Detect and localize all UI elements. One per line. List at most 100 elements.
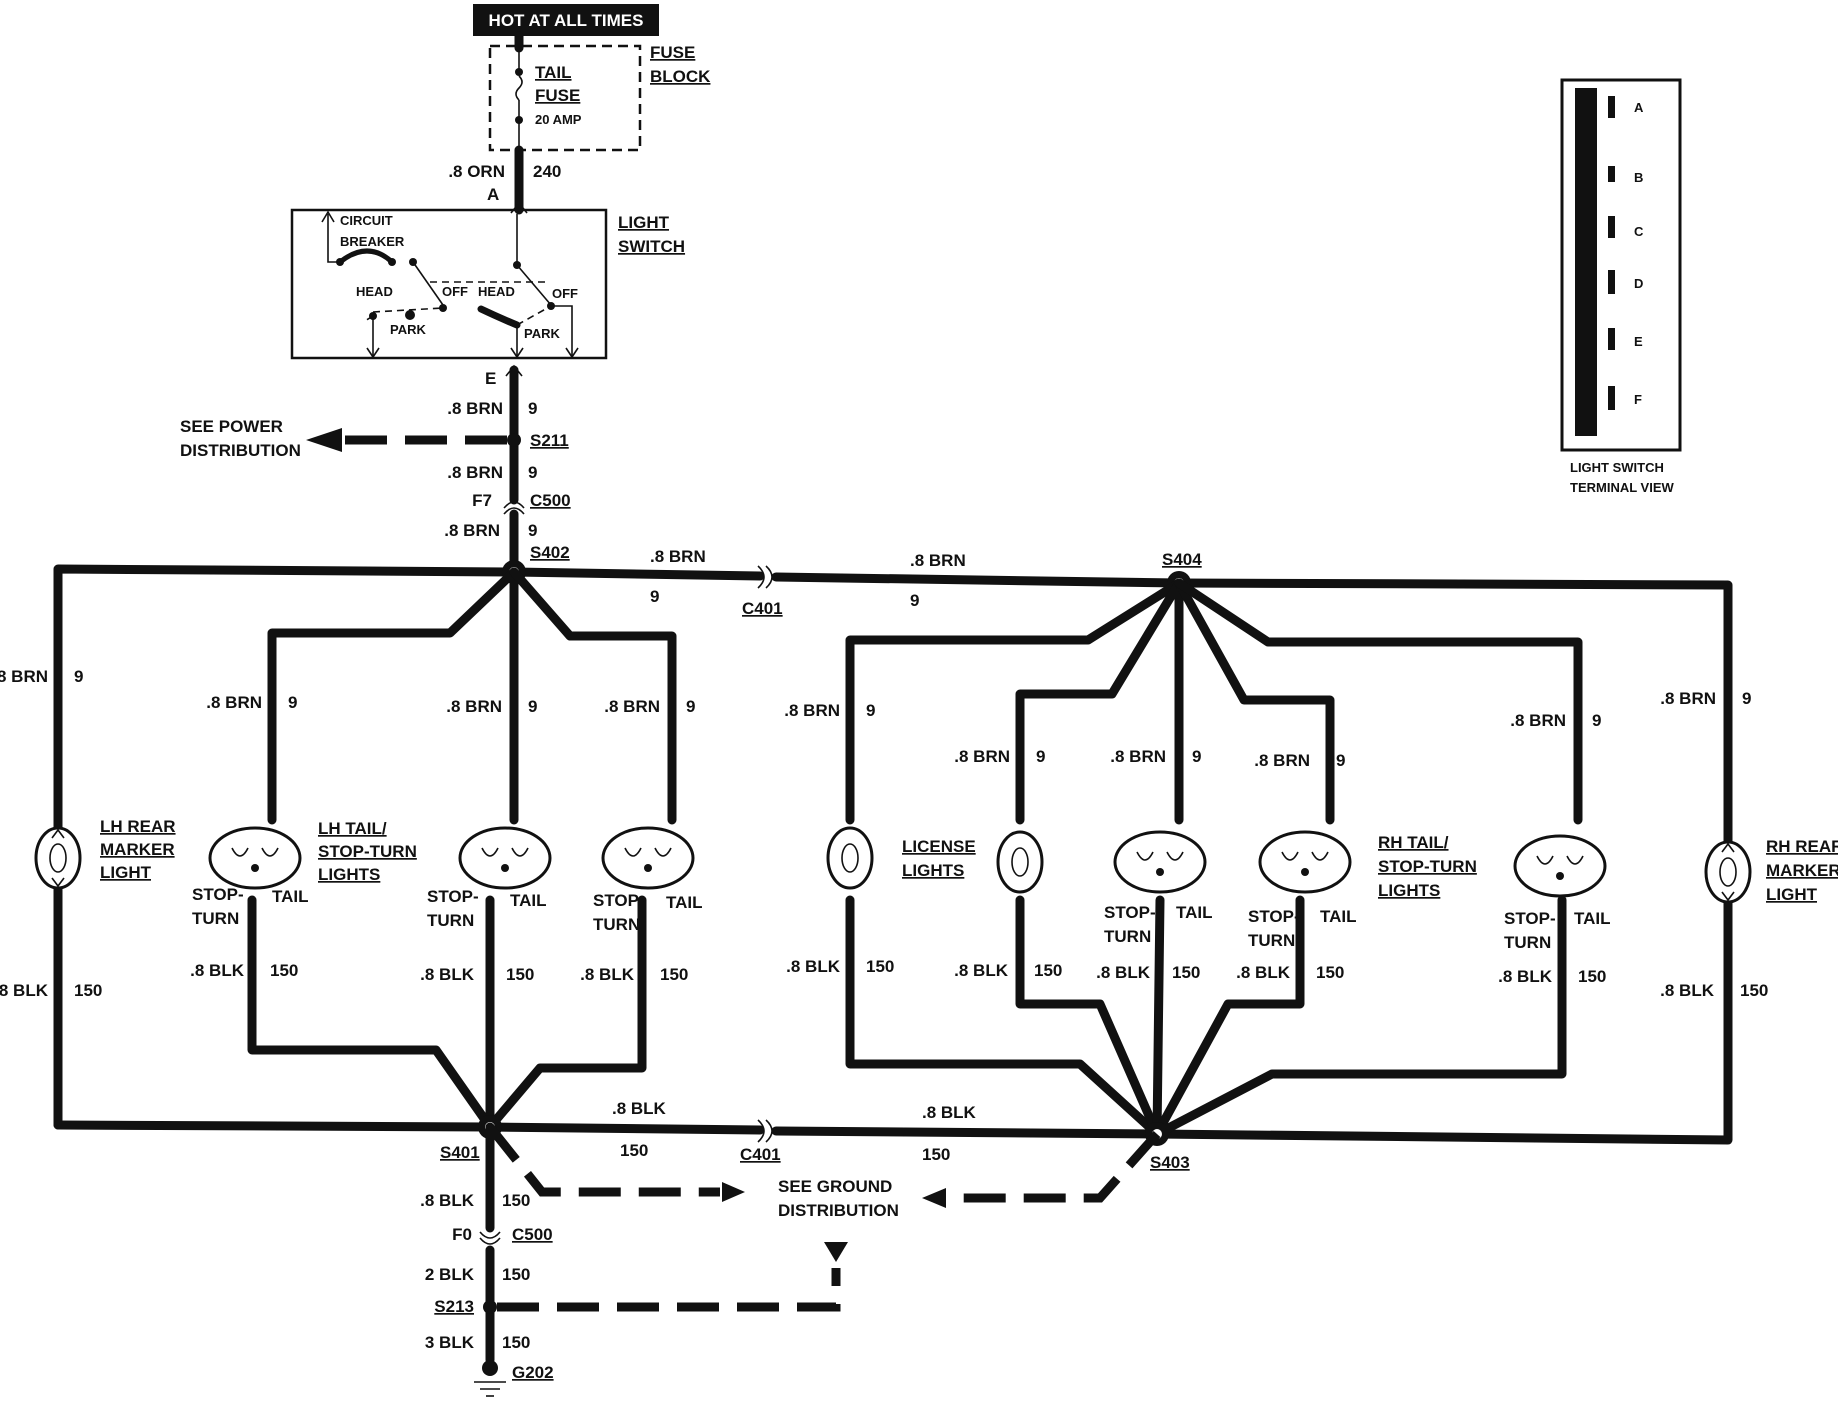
breaker-label-1: CIRCUIT	[340, 213, 393, 228]
lh-outer-stop-2: TURN	[192, 909, 239, 928]
brn-rh-marker-c: 9	[1742, 689, 1751, 708]
lamp-license-right	[996, 830, 1044, 894]
switch-off-right: OFF	[552, 286, 578, 301]
ground-branch-1: SEE GROUND	[778, 1177, 892, 1196]
s404-label: S404	[1162, 550, 1202, 569]
brn-lh-marker-c: 9	[74, 667, 83, 686]
lh-center-stop-1: STOP-	[427, 887, 479, 906]
bus-brn-circuit-1: 9	[650, 587, 659, 606]
breaker-label-2: BREAKER	[340, 234, 405, 249]
license-label-1: LICENSE	[902, 837, 976, 856]
blk-lh-outer: .8 BLK	[190, 961, 245, 980]
power-branch-2: DISTRIBUTION	[180, 441, 301, 460]
brn-lh-center: .8 BRN	[446, 697, 502, 716]
blk-lh-inner: .8 BLK	[580, 965, 635, 984]
blk-rh-inner: .8 BLK	[1096, 963, 1151, 982]
lh-outer-stop-1: STOP-	[192, 885, 244, 904]
blk-lh-marker-c: 150	[74, 981, 102, 1000]
c500-bottom-label: C500	[512, 1225, 553, 1244]
switch-head-right: HEAD	[478, 284, 515, 299]
lh-inner-stop-2: TURN	[593, 915, 640, 934]
brn-circuit-2: 9	[528, 463, 537, 482]
bus-blk-gauge-1: .8 BLK	[612, 1099, 667, 1118]
lamp-rh-tail-center	[1258, 830, 1352, 894]
switch-park-left: PARK	[390, 322, 426, 337]
feed-terminal: A	[487, 185, 499, 204]
rh-marker-label-1: RH REAR	[1766, 837, 1838, 856]
rh-marker-label-2: MARKER	[1766, 861, 1838, 880]
license-label-2: LIGHTS	[902, 861, 964, 880]
brn-rh-center: .8 BRN	[1254, 751, 1310, 770]
brn-lh-outer-c: 9	[288, 693, 297, 712]
fuse-block: TAIL FUSE 20 AMP FUSE BLOCK	[488, 43, 711, 152]
blk-ground-1-c: 150	[502, 1191, 530, 1210]
fuse-name-1: TAIL	[535, 63, 572, 82]
f0-label: F0	[452, 1225, 472, 1244]
feed-circuit: 240	[533, 162, 561, 181]
blk-license-l: .8 BLK	[786, 957, 841, 976]
s401-label: S401	[440, 1143, 480, 1162]
c401-bottom-label: C401	[740, 1145, 781, 1164]
blk-lh-center-c: 150	[506, 965, 534, 984]
blk-ground-3-c: 150	[502, 1333, 530, 1352]
hot-label: HOT AT ALL TIMES	[489, 11, 644, 30]
switch-head-left: HEAD	[356, 284, 393, 299]
lamp-rh-tail-inner	[1113, 830, 1207, 894]
brn-license-l: .8 BRN	[784, 701, 840, 720]
brn-rh-inner-c: 9	[1192, 747, 1201, 766]
blk-license-r: .8 BLK	[954, 961, 1009, 980]
rh-marker-label-3: LIGHT	[1766, 885, 1818, 904]
lh-tail-label-3: LIGHTS	[318, 865, 380, 884]
lh-center-tail: TAIL	[510, 891, 547, 910]
rh-center-stop-1: STOP-	[1248, 907, 1300, 926]
splice-s211	[507, 433, 521, 447]
fuse-rating: 20 AMP	[535, 112, 582, 127]
pin-c: C	[1634, 224, 1644, 239]
bus-brn-gauge-1: .8 BRN	[650, 547, 706, 566]
c401-top-label: C401	[742, 599, 783, 618]
terminal-view-caption-1: LIGHT SWITCH	[1570, 460, 1664, 475]
lh-marker-label-3: LIGHT	[100, 863, 152, 882]
s211-label: S211	[530, 431, 569, 450]
blk-rh-center: .8 BLK	[1236, 963, 1291, 982]
rh-inner-stop-1: STOP-	[1104, 903, 1156, 922]
lh-tail-label-1: LH TAIL/	[318, 819, 387, 838]
s403-label: S403	[1150, 1153, 1190, 1172]
lh-marker-label-1: LH REAR	[100, 817, 176, 836]
rh-outer-stop-2: TURN	[1504, 933, 1551, 952]
fuse-block-label-2: BLOCK	[650, 67, 711, 86]
blk-lh-outer-c: 150	[270, 961, 298, 980]
brn-rh-marker: .8 BRN	[1660, 689, 1716, 708]
rh-center-tail: TAIL	[1320, 907, 1357, 926]
switch-off-left: OFF	[442, 284, 468, 299]
blk-license-r-c: 150	[1034, 961, 1062, 980]
lamp-lh-tail-center	[458, 826, 552, 890]
pin-a: A	[1634, 100, 1644, 115]
f7-label: F7	[472, 491, 492, 510]
brn-wire-3: .8 BRN	[444, 521, 500, 540]
brn-rh-center-c: 9	[1336, 751, 1345, 770]
brn-lh-outer: .8 BRN	[206, 693, 262, 712]
light-switch-terminal-view: A B C D E F LIGHT SWITCH TERMINAL VIEW	[1560, 78, 1682, 495]
ground-g202	[474, 1360, 506, 1397]
ground-branch-2: DISTRIBUTION	[778, 1201, 899, 1220]
rh-outer-stop-1: STOP-	[1504, 909, 1556, 928]
rh-inner-stop-2: TURN	[1104, 927, 1151, 946]
pin-e: E	[1634, 334, 1643, 349]
fuse-name-2: FUSE	[535, 86, 580, 105]
lh-center-stop-2: TURN	[427, 911, 474, 930]
switch-label-2: SWITCH	[618, 237, 685, 256]
splice-s213	[483, 1300, 497, 1314]
blk-ground-1: .8 BLK	[420, 1191, 475, 1210]
lamp-rh-marker	[1704, 840, 1752, 904]
rh-tail-label-1: RH TAIL/	[1378, 833, 1449, 852]
blk-rh-center-c: 150	[1316, 963, 1344, 982]
s213-label: S213	[434, 1297, 474, 1316]
blk-lh-center: .8 BLK	[420, 965, 475, 984]
brn-wire-1: .8 BRN	[447, 399, 503, 418]
bus-brn-gauge-2: .8 BRN	[910, 551, 966, 570]
s402-label: S402	[530, 543, 570, 562]
brn-wire-2: .8 BRN	[447, 463, 503, 482]
rh-outer-tail: TAIL	[1574, 909, 1611, 928]
